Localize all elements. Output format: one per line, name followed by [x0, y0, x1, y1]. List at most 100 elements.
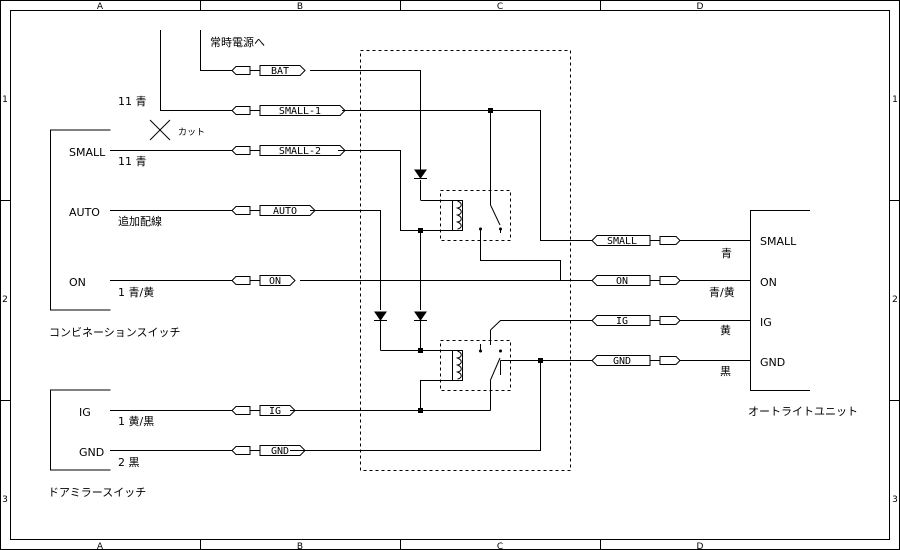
left-connector-auto: AUTO: [231, 205, 316, 217]
right-wire-color-on: 青/黄: [709, 285, 735, 299]
right-wire-color-small: 青: [721, 247, 732, 260]
combination-switch-title: コンビネーションスイッチ: [49, 326, 181, 339]
relay-2-coil: [452, 350, 463, 381]
col-label-d-bottom: D: [697, 542, 704, 550]
col-label-b-top: B: [297, 2, 303, 12]
auto-light-unit-terminal-ig: IG: [760, 316, 772, 329]
connector-label: SMALL: [607, 236, 637, 247]
left-connector-small-2: SMALL-2: [231, 145, 346, 157]
connector-tag: [259, 445, 306, 456]
relay-wiring: [290, 70, 592, 451]
col-label-d-top: D: [697, 2, 704, 12]
connector-plug: [231, 446, 251, 455]
right-connector-ig: IG: [591, 315, 750, 327]
additional-wiring-label: 追加配線: [118, 214, 162, 228]
connector-label: GND: [613, 356, 631, 367]
col-label-c-top: C: [497, 2, 503, 12]
wire-2-gnd-label: 2 黒: [118, 456, 140, 469]
door-mirror-switch-terminal-gnd: GND: [79, 446, 104, 459]
connector-label: IG: [269, 406, 281, 417]
connector-tag: [259, 105, 346, 116]
door-mirror-switch-terminal-ig: IG: [79, 406, 91, 419]
connector-tag: [259, 205, 316, 216]
auto-light-unit-terminal-gnd: GND: [760, 356, 785, 369]
right-connector-gnd: GND: [591, 355, 750, 367]
wire-1-on-label: 1 青/黄: [118, 285, 154, 299]
row-label-2-left: 2: [2, 295, 8, 305]
cut-label: カット: [178, 127, 205, 138]
row-label-2-right: 2: [892, 295, 898, 305]
connector-label: IG: [616, 316, 628, 327]
constant-power-label: 常時電源へ: [210, 35, 265, 49]
junction-dots: [418, 108, 543, 413]
wire-11-upper-label: 11 青: [118, 95, 147, 108]
connector-plug: [231, 206, 251, 215]
connector-label: SMALL-2: [279, 146, 321, 157]
connector-plug: [231, 406, 251, 415]
relay-module-boundary: [360, 50, 571, 471]
auto-light-unit-terminal-on: ON: [760, 276, 777, 289]
right-wire-color-ig: 黄: [720, 323, 731, 337]
relay-1-coil: [452, 200, 463, 231]
relay-1: [440, 190, 511, 241]
diode-bus: [414, 311, 427, 321]
inner-border: [10, 10, 890, 540]
connector-plug: [231, 276, 251, 285]
relay-2-contact: [490, 357, 501, 381]
right-connectors: SMALL ON IG GND: [591, 235, 750, 367]
auto-light-unit-title: オートライトユニット: [748, 405, 858, 418]
row-label-3-left: 3: [2, 495, 8, 505]
auto-light-unit-box: [750, 210, 810, 391]
connector-plug: [231, 66, 251, 75]
left-connector-bat: BAT: [231, 65, 306, 77]
col-label-b-bottom: B: [297, 542, 303, 550]
left-connector-small-1: SMALL-1: [231, 105, 346, 117]
row-label-3-right: 3: [892, 495, 898, 505]
cut-mark-cross: [149, 119, 171, 141]
combination-switch-box: [50, 129, 111, 311]
connector-plug: [659, 236, 681, 245]
row-label-1-right: 1: [892, 95, 898, 105]
connector-plug: [231, 146, 251, 155]
connector-label: GND: [271, 446, 289, 457]
connector-tag: [259, 65, 306, 76]
right-connector-small: SMALL: [591, 235, 750, 247]
left-connector-ig: IG: [231, 405, 296, 417]
connector-tag: [259, 275, 296, 286]
combination-switch-terminal-on: ON: [69, 276, 86, 289]
relay-1-contact: [490, 204, 501, 226]
door-mirror-switch-box: [50, 389, 111, 471]
col-label-a-top: A: [97, 2, 104, 12]
left-connector-on: ON: [231, 275, 296, 287]
connector-label: ON: [269, 276, 281, 287]
right-connector-on: ON: [591, 275, 750, 287]
connector-label: BAT: [271, 66, 289, 77]
connector-plug: [659, 316, 681, 325]
diode-auto: [374, 311, 387, 321]
door-mirror-switch-title: ドアミラースイッチ: [48, 486, 146, 499]
auto-light-unit-terminal-small: SMALL: [760, 235, 797, 248]
left-connector-gnd: GND: [231, 445, 306, 457]
col-label-c-bottom: C: [497, 542, 503, 550]
combination-switch-terminal-small: SMALL: [69, 146, 106, 159]
connector-plug: [231, 106, 251, 115]
relay-2: [440, 330, 511, 391]
connector-label: AUTO: [273, 206, 297, 217]
diode-bat: [414, 169, 427, 179]
connector-plug: [659, 356, 681, 365]
connector-tag: [259, 405, 296, 416]
connector-label: SMALL-1: [279, 106, 321, 117]
right-wire-color-gnd: 黒: [720, 365, 731, 378]
wire-11-lower-label: 11 青: [118, 155, 147, 168]
row-label-1-left: 1: [2, 95, 8, 105]
connector-plug: [659, 276, 681, 285]
left-wiring: [110, 30, 232, 451]
col-label-a-bottom: A: [97, 542, 104, 550]
wire-1-ig-label: 1 黄/黒: [118, 414, 154, 428]
connector-tag: [259, 145, 346, 156]
combination-switch-terminal-auto: AUTO: [69, 206, 100, 219]
connector-label: ON: [616, 276, 628, 287]
